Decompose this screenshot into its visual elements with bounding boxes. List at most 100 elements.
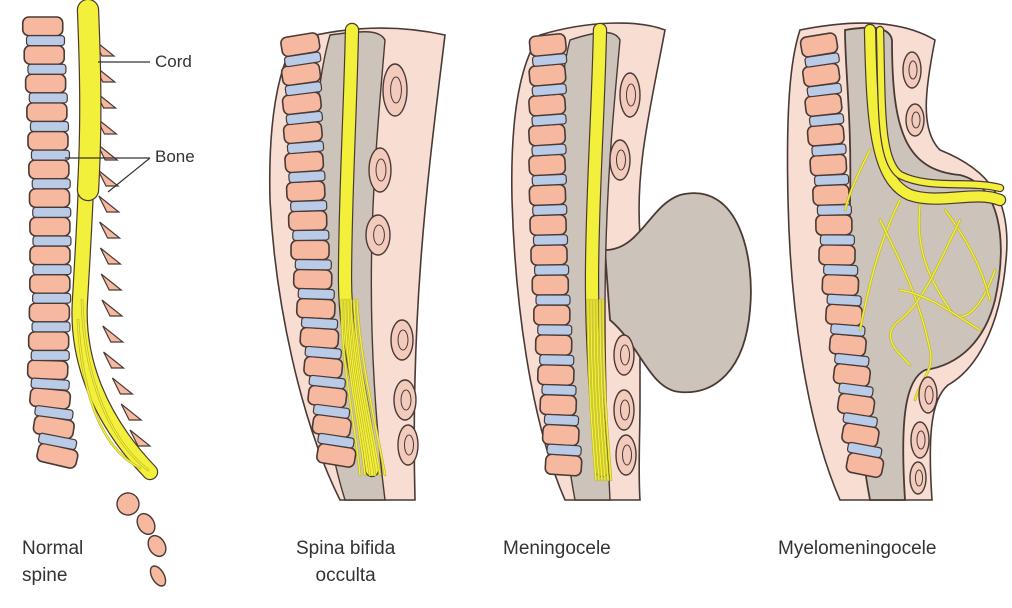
vertebra	[813, 184, 850, 205]
vertebra	[531, 245, 567, 266]
disc	[532, 174, 566, 186]
disc	[533, 204, 567, 215]
disc	[28, 64, 66, 74]
spinous-process	[98, 170, 118, 186]
vertebra	[528, 124, 565, 146]
disc	[532, 84, 567, 97]
vertebra	[829, 333, 867, 356]
vertebra	[296, 298, 335, 319]
spinous-process	[104, 352, 124, 368]
skin-organ	[614, 390, 634, 430]
disc	[287, 141, 324, 154]
disc	[31, 150, 69, 160]
vertebra	[285, 151, 324, 173]
disc	[33, 265, 71, 275]
vertebra	[30, 275, 70, 294]
vertebra	[529, 33, 567, 56]
vertebra	[545, 454, 582, 476]
bone-leader-line	[108, 158, 150, 192]
spinous-process	[100, 222, 120, 238]
disc	[30, 122, 68, 132]
disc	[532, 114, 567, 126]
skin-organ	[919, 377, 937, 413]
vertebra	[24, 46, 64, 65]
panel-meningocele	[512, 23, 751, 500]
vertebra	[816, 215, 852, 235]
vertebra	[294, 269, 332, 289]
caption-myelomeningocele: Myelomeningocele	[778, 535, 936, 562]
vertebra	[26, 74, 66, 93]
bone-label: Bone	[155, 147, 195, 167]
disc	[298, 288, 334, 299]
spinous-process	[121, 404, 141, 420]
vertebra	[538, 364, 575, 385]
disc	[532, 144, 567, 156]
skin-organ	[391, 320, 413, 360]
disc	[814, 174, 848, 186]
vertebra	[529, 154, 566, 176]
disc	[824, 264, 858, 275]
vertebra	[286, 181, 325, 202]
spinous-process	[102, 300, 122, 316]
disc	[540, 355, 574, 366]
disc	[29, 93, 67, 103]
vertebra	[291, 240, 329, 259]
spinous-process	[112, 378, 132, 394]
panel-spina-bifida-occulta	[270, 28, 445, 500]
caption-occulta-line2: occulta	[296, 562, 395, 589]
spinous-process	[99, 196, 119, 212]
skin-organ	[910, 462, 926, 494]
vertebra	[23, 17, 63, 36]
disc	[33, 207, 71, 217]
disc	[31, 378, 70, 390]
disc	[291, 200, 327, 211]
coccyx-bone	[134, 510, 159, 537]
disc	[33, 236, 71, 246]
vertebra	[29, 303, 69, 322]
disc	[535, 265, 569, 275]
vertebra	[536, 335, 572, 356]
disc	[812, 144, 847, 156]
skin-organ	[366, 215, 390, 255]
skin-organ	[398, 425, 418, 465]
panel-normal-spine	[23, 10, 170, 589]
caption-normal-spine-line2: spine	[22, 562, 83, 589]
skin-organ	[903, 52, 921, 88]
vertebra	[822, 274, 859, 296]
disc	[33, 293, 71, 303]
skin-organ	[906, 104, 924, 136]
vertebra	[529, 184, 566, 205]
disc	[295, 259, 331, 269]
disc	[547, 444, 582, 456]
disc	[820, 235, 854, 245]
disc	[293, 230, 329, 240]
vertebra	[27, 360, 68, 380]
vertebra	[542, 424, 579, 446]
vertebra	[529, 63, 567, 86]
vertebra	[825, 304, 862, 326]
caption-occulta-line1: Spina bifida	[296, 535, 395, 562]
disc	[542, 384, 576, 395]
disc	[538, 325, 572, 335]
vertebra	[30, 217, 70, 236]
coccyx-bone	[113, 489, 143, 519]
skin-organ	[614, 335, 634, 375]
vertebra	[528, 94, 565, 117]
skin-organ	[911, 422, 929, 458]
vertebra	[540, 394, 577, 415]
vertebra	[288, 211, 326, 231]
vertebra	[28, 132, 68, 151]
vertebra	[30, 246, 70, 265]
disc	[32, 179, 70, 189]
disc	[31, 351, 69, 361]
caption-normal-spine-line1: Normal	[22, 535, 83, 562]
coccyx-bone	[145, 532, 170, 559]
disc	[32, 322, 70, 332]
skin-organ	[610, 140, 630, 180]
vertebra	[30, 189, 70, 208]
caption-normal-spine: Normal spine	[22, 535, 83, 589]
skin-organ	[394, 380, 416, 420]
spinous-process	[100, 248, 120, 264]
caption-spina-bifida-occulta: Spina bifida occulta	[296, 535, 395, 589]
